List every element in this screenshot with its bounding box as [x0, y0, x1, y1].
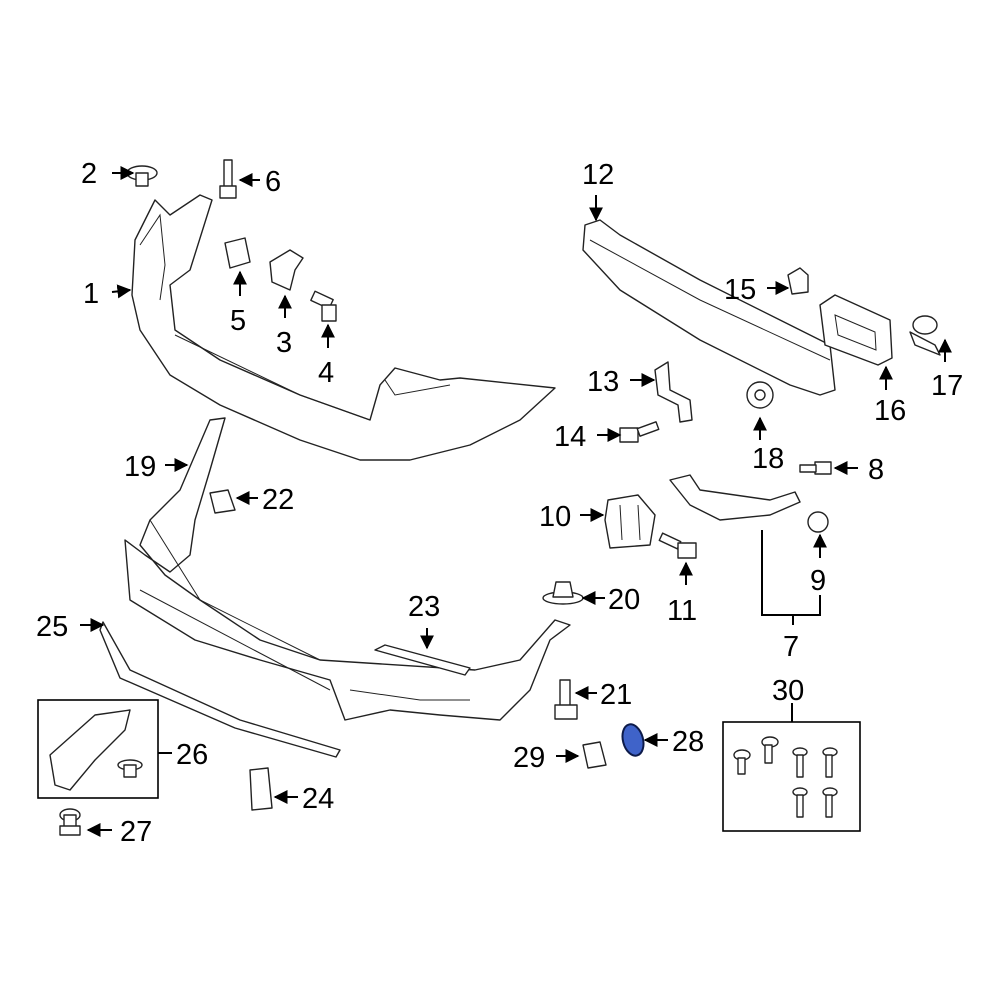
- bolt-8[interactable]: [799, 461, 832, 475]
- plate-24[interactable]: [249, 767, 273, 811]
- callout-5: 5: [230, 305, 246, 337]
- bracket-10[interactable]: [604, 494, 656, 549]
- callout-23: 23: [408, 591, 440, 623]
- callout-labels: 1 2 3 4 5 6 7 8 9 10 11 12 13 14 15 16 1…: [36, 158, 963, 848]
- bolt-11[interactable]: [658, 532, 697, 559]
- callout-7: 7: [783, 631, 799, 663]
- callout-2: 2: [81, 158, 97, 190]
- callout-19: 19: [124, 451, 156, 483]
- bolt-17[interactable]: [909, 315, 941, 356]
- callout-28: 28: [672, 726, 704, 758]
- screw-set-30[interactable]: [733, 736, 838, 818]
- callout-18: 18: [752, 443, 784, 475]
- callout-16: 16: [874, 395, 906, 427]
- bracket-16[interactable]: [819, 294, 893, 366]
- reinforcement-12[interactable]: [582, 219, 836, 396]
- callout-12: 12: [582, 159, 614, 191]
- nut-18[interactable]: [746, 381, 774, 409]
- bolt-4[interactable]: [310, 290, 337, 322]
- bumper-cover-upper[interactable]: [131, 194, 556, 461]
- clip-2[interactable]: [126, 165, 158, 187]
- clip-9[interactable]: [807, 511, 829, 533]
- bracket-13[interactable]: [654, 361, 693, 423]
- bracket-7[interactable]: [669, 474, 801, 521]
- bolt-27[interactable]: [59, 808, 81, 836]
- callout-10: 10: [539, 501, 571, 533]
- bolt-21[interactable]: [554, 679, 578, 720]
- screw-6[interactable]: [219, 159, 237, 199]
- reflector-23[interactable]: [374, 644, 471, 676]
- leader-lines: [80, 166, 952, 837]
- kit-box-26: [37, 699, 159, 799]
- callout-11: 11: [667, 595, 697, 627]
- callout-25: 25: [36, 611, 68, 643]
- bolt-14[interactable]: [619, 421, 660, 443]
- callout-4: 4: [318, 357, 334, 389]
- bumper-cover-lower[interactable]: [124, 417, 571, 721]
- callout-30: 30: [772, 675, 804, 707]
- callout-8: 8: [868, 454, 884, 486]
- callout-29: 29: [513, 742, 545, 774]
- callout-26: 26: [176, 739, 208, 771]
- bracket-3[interactable]: [269, 249, 304, 291]
- bracket-26[interactable]: [49, 709, 143, 791]
- callout-13: 13: [587, 366, 619, 398]
- clip-22[interactable]: [209, 489, 236, 514]
- callout-1: 1: [83, 278, 99, 310]
- callout-3: 3: [276, 327, 292, 359]
- callout-24: 24: [302, 783, 334, 815]
- callout-14: 14: [554, 421, 586, 453]
- cover-28[interactable]: [619, 722, 647, 758]
- kit-box-30: [722, 721, 861, 832]
- callout-20: 20: [608, 584, 640, 616]
- callout-17: 17: [931, 370, 963, 402]
- clip-5[interactable]: [224, 237, 251, 269]
- strip-25[interactable]: [99, 621, 341, 758]
- callout-27: 27: [120, 816, 152, 848]
- callout-15: 15: [724, 274, 756, 306]
- callout-6: 6: [265, 166, 281, 198]
- callout-21: 21: [600, 679, 632, 711]
- callout-9: 9: [810, 565, 826, 597]
- clip-20[interactable]: [542, 581, 584, 605]
- bracket-15[interactable]: [787, 267, 809, 295]
- pad-29[interactable]: [582, 741, 607, 769]
- callout-22: 22: [262, 484, 294, 516]
